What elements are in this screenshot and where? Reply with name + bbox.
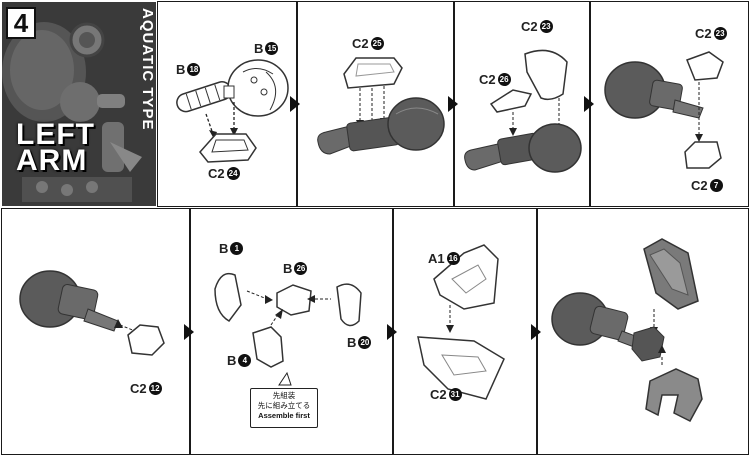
parts-illustration-8 — [551, 238, 703, 422]
step-number: 4 — [6, 7, 36, 39]
parts-illustration-6 — [214, 272, 362, 386]
step-panel-8 — [537, 208, 749, 455]
section-title-line1: LEFT — [16, 118, 95, 151]
step-arrow-2 — [448, 96, 458, 112]
parts-illustration-7 — [417, 244, 505, 400]
step-arrow-5 — [387, 324, 397, 340]
type-label: AQUATIC TYPE — [139, 8, 156, 131]
parts-illustration-3 — [464, 49, 582, 173]
note-line-1: 先組装 — [272, 391, 296, 400]
section-title: LEFT ARM — [16, 118, 95, 177]
section-title-line2: ARM — [16, 144, 88, 177]
note-line-3: Assemble first — [258, 411, 310, 420]
parts-illustration-1 — [176, 59, 289, 163]
step-arrow-3 — [584, 96, 594, 112]
step-arrow-6 — [531, 324, 541, 340]
parts-illustration-2 — [317, 57, 445, 155]
note-line-2: 先に組み立てる — [257, 401, 311, 410]
step-arrow-4 — [184, 324, 194, 340]
mech-silhouette-illustration — [2, 22, 142, 202]
parts-illustration-4 — [604, 51, 724, 169]
parts-illustration-5 — [19, 270, 165, 356]
step-arrow-1 — [290, 96, 300, 112]
assemble-first-note: 先組装 先に組み立てる Assemble first — [250, 388, 318, 428]
step-title-panel: 4 AQUATIC TYPE LEFT ARM — [2, 2, 156, 206]
